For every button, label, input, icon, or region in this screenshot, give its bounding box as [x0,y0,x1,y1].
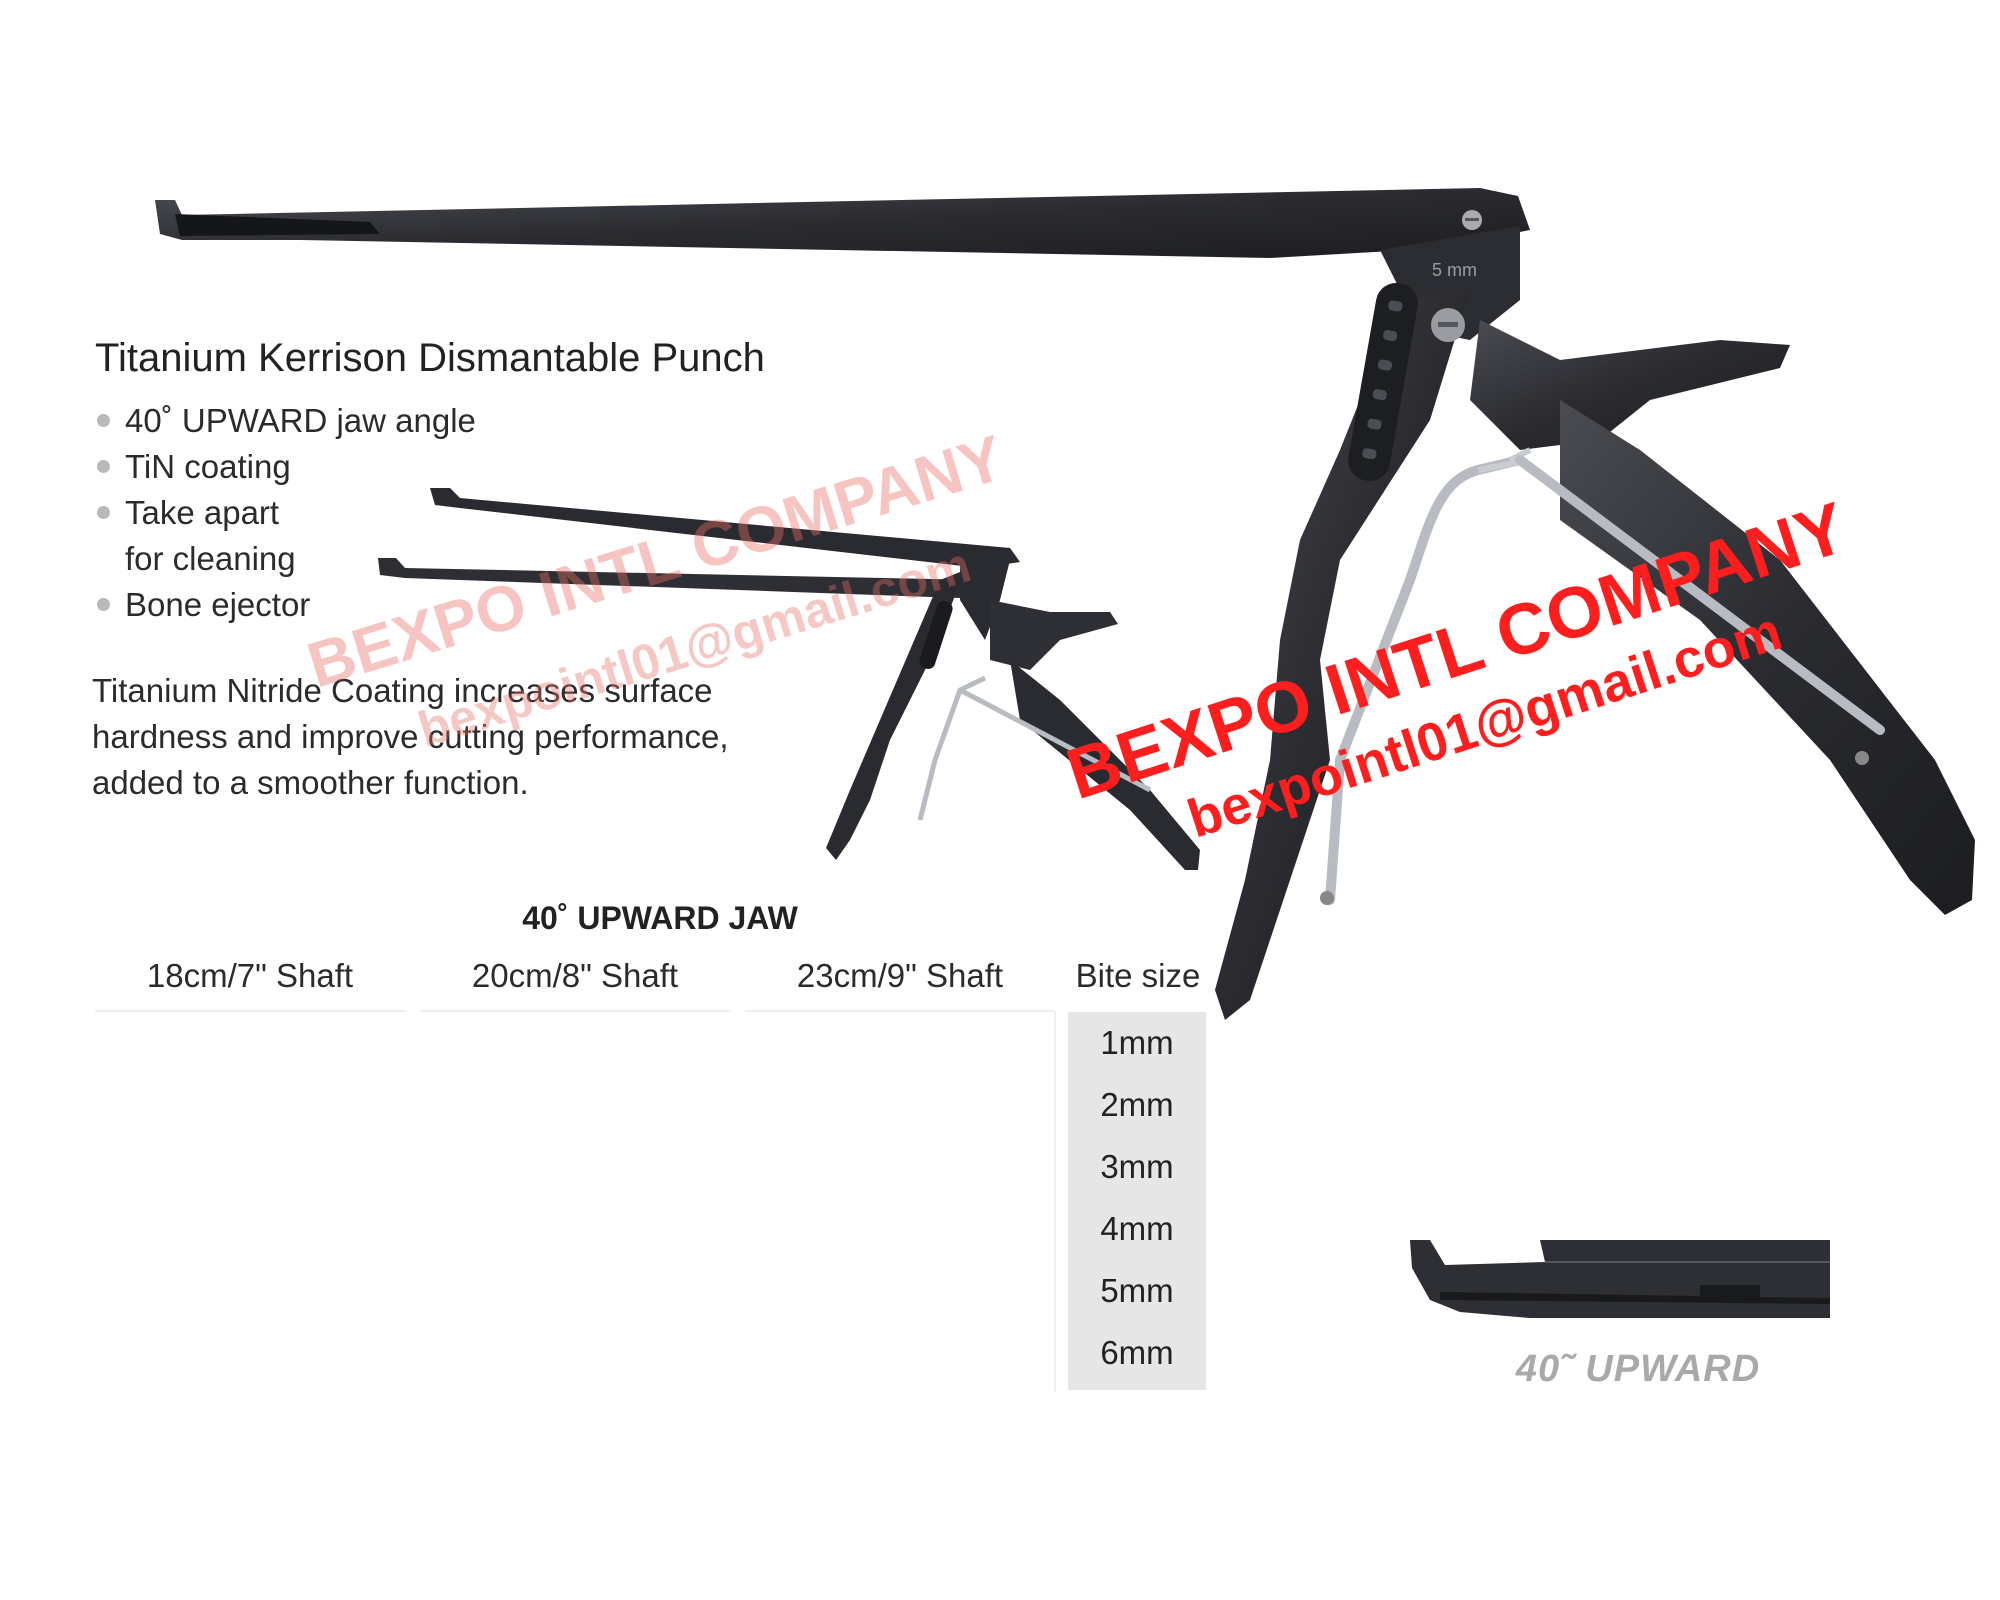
bite-size-list: 1mm 2mm 3mm 4mm 5mm 6mm [1068,1012,1206,1390]
product-title: Titanium Kerrison Dismantable Punch [95,336,765,380]
bite-size-cell: 3mm [1100,1148,1174,1185]
bullet-icon [97,460,110,473]
column-header-23cm: 23cm/9" Shaft [745,954,1055,1012]
column-header-20cm: 20cm/8" Shaft [420,954,730,1012]
bullet-icon [97,598,110,611]
feature-item: Take apart for cleaning [95,490,476,582]
bullet-icon [97,506,110,519]
bite-size-cell: 1mm [1100,1024,1174,1061]
feature-item: Bone ejector [95,582,476,628]
feature-list: 40˚ UPWARD jaw angle TiN coating Take ap… [95,398,476,628]
bite-size-cell: 6mm [1100,1334,1174,1371]
product-description: Titanium Nitride Coating increases surfa… [92,672,729,801]
feature-text: TiN coating [125,448,291,485]
feature-item: 40˚ UPWARD jaw angle [95,398,476,444]
feature-text: Take apart [125,494,280,531]
bullet-icon [97,414,110,427]
table-divider [1054,1012,1056,1392]
shaft-size-marking: 5 mm [1432,260,1477,280]
feature-item: TiN coating [95,444,476,490]
feature-text: Bone ejector [125,586,311,623]
feature-text: 40˚ UPWARD jaw angle [125,402,476,439]
jaw-caption: 40˜ UPWARD [1515,1348,1761,1390]
bite-size-cell: 4mm [1100,1210,1174,1247]
column-header-bite-size: Bite size [1075,957,1201,994]
feature-text-continuation: for cleaning [125,540,296,577]
table-title: 40˚ UPWARD JAW [522,900,798,936]
bite-size-cell: 5mm [1100,1272,1174,1309]
column-header-18cm: 18cm/7" Shaft [95,954,405,1012]
bite-size-cell: 2mm [1100,1086,1174,1123]
